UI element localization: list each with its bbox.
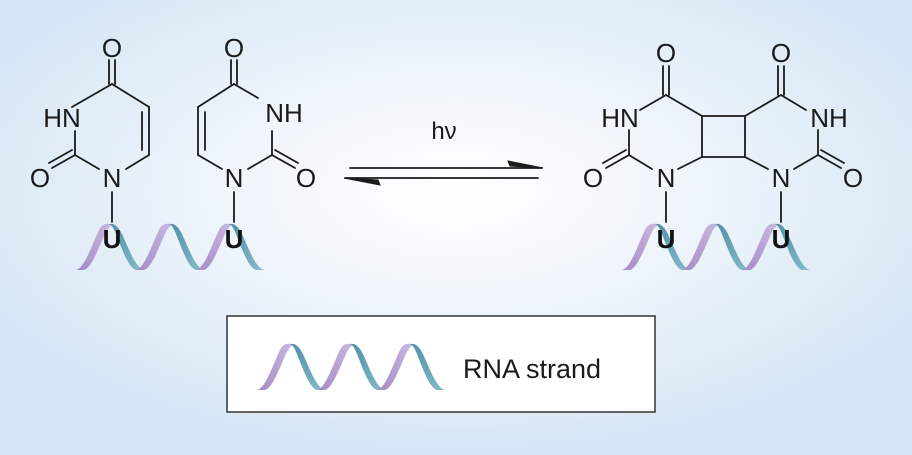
bond xyxy=(793,154,819,170)
forward-arrowhead xyxy=(507,160,544,169)
carbonyl-bond xyxy=(271,154,296,169)
uridine-label: U xyxy=(103,224,122,254)
atom-nh: NH xyxy=(265,98,303,128)
carbonyl-bond xyxy=(602,149,627,164)
atom-o: O xyxy=(224,33,244,63)
atom-o: O xyxy=(656,38,676,68)
atom-o: O xyxy=(843,163,863,193)
atom-o: O xyxy=(30,163,50,193)
atom-n: N xyxy=(772,163,791,193)
legend-box: RNA strand xyxy=(226,315,656,413)
atom-n: N xyxy=(657,163,676,193)
atom-n: N xyxy=(225,163,244,193)
bond xyxy=(744,156,769,170)
ribbon-segment xyxy=(682,223,750,270)
atom-nh: HN xyxy=(43,103,81,133)
bond xyxy=(780,94,807,111)
carbonyl-bond xyxy=(817,154,842,169)
carbonyl-bond xyxy=(48,149,73,164)
atom-o: O xyxy=(296,163,316,193)
carbonyl-bond xyxy=(274,149,299,164)
light-condition-label: hν xyxy=(431,118,456,145)
uridine-label: U xyxy=(225,224,244,254)
uridine-label: U xyxy=(657,224,676,254)
uracil-right: O NH O N xyxy=(197,33,316,223)
ribbon-segment xyxy=(136,223,204,270)
cyclobutane-dimer: O O HN NH O O N N xyxy=(583,38,863,223)
carbonyl-bond xyxy=(605,154,630,169)
bond xyxy=(125,154,150,170)
atom-nh: HN xyxy=(601,103,639,133)
atom-o: O xyxy=(102,33,122,63)
bond xyxy=(665,94,703,117)
carbonyl-bond xyxy=(51,154,76,169)
legend-frame xyxy=(226,315,656,413)
bond xyxy=(247,154,273,170)
uridine-label: U xyxy=(772,224,791,254)
equilibrium-arrow: hν xyxy=(343,118,544,186)
uracil-left: O HN O N xyxy=(30,33,150,223)
bond xyxy=(197,154,223,170)
bond xyxy=(74,154,100,170)
legend-label: RNA strand xyxy=(463,354,601,384)
carbonyl-bond xyxy=(820,149,845,164)
bond xyxy=(639,94,667,111)
reverse-arrowhead xyxy=(343,177,381,186)
bond xyxy=(197,83,235,108)
bond xyxy=(677,156,703,170)
bond xyxy=(744,94,782,117)
bond xyxy=(233,83,259,99)
bond xyxy=(71,83,113,108)
atom-nh: NH xyxy=(810,103,848,133)
bond xyxy=(111,83,150,108)
atom-o: O xyxy=(771,38,791,68)
bond xyxy=(628,154,653,170)
atom-o: O xyxy=(583,163,603,193)
atom-n: N xyxy=(103,163,122,193)
